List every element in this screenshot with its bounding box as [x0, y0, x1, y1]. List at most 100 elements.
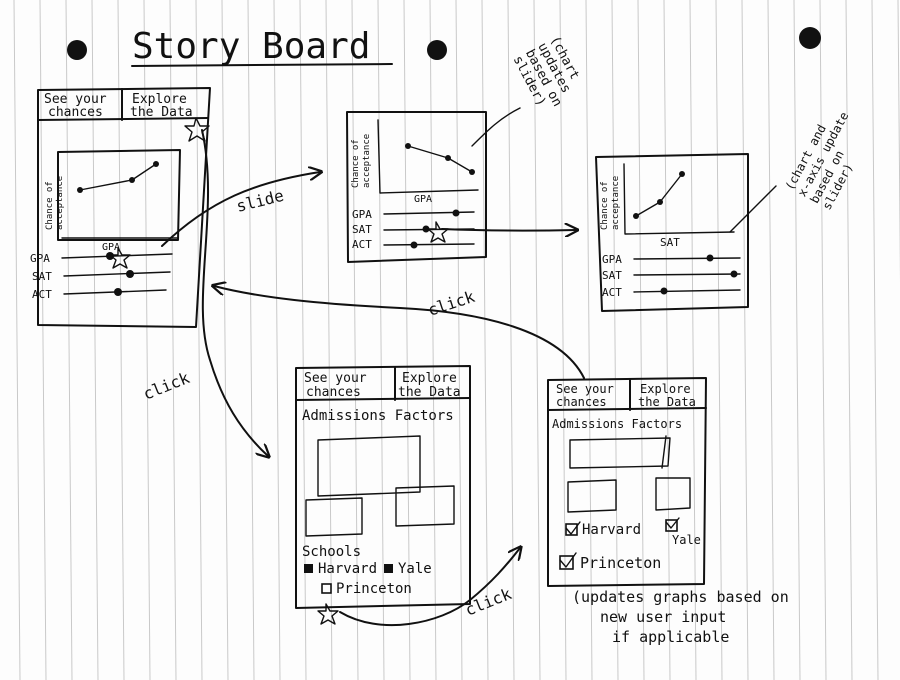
frame2-gpa-slider[interactable] [383, 211, 475, 215]
notebook-rule-line [481, 0, 489, 680]
frame1-ylabel-line1: Chance of [45, 181, 55, 230]
notebook-rule-line [195, 0, 203, 680]
frame2-slider-label: SAT [352, 223, 372, 236]
notebook-rule-line [897, 0, 900, 284]
frame1-point [153, 161, 159, 167]
tab-see-your-chances-line2: chances [556, 395, 607, 409]
tab-explore-the-data[interactable]: Explore [640, 382, 691, 396]
frame2-point [469, 169, 475, 175]
frame5-harvard-checkbox[interactable] [565, 523, 578, 536]
frame3-gpa-slider[interactable] [633, 257, 741, 260]
frame1-sat-handle[interactable] [126, 270, 134, 278]
frame4-princeton-checkbox[interactable] [321, 583, 332, 594]
bottom-note-line: new user input [600, 608, 726, 626]
frame5-graph-marker [661, 435, 667, 469]
tab-explore-the-data[interactable]: Explore [132, 92, 187, 107]
frame3-gpa-handle[interactable] [706, 254, 714, 262]
frame2-act-slider[interactable] [383, 243, 475, 246]
notebook-rule-line [221, 0, 229, 680]
frame5-school-label: Princeton [580, 554, 661, 572]
frame4-graph-small-left [305, 497, 363, 537]
frame2-ylabel-line2: acceptance [362, 134, 372, 188]
frame4-graph-large [317, 435, 421, 497]
drag-cursor-icon [109, 247, 131, 269]
notebook-rule-line [247, 0, 255, 680]
frame2-act-handle[interactable] [410, 241, 418, 249]
cursor-icon [184, 117, 210, 142]
tab-see-your-chances[interactable]: See your [44, 92, 107, 107]
click-arrow-left-label: click [140, 368, 192, 404]
frame1-slider-label: GPA [30, 252, 50, 265]
slider-update-arrow [441, 229, 576, 231]
bottom-note-line: (updates graphs based on [572, 588, 789, 606]
frame3-note-pointer [729, 185, 777, 233]
notebook-rule-line [715, 0, 723, 680]
tab-see-your-chances[interactable]: See your [556, 382, 614, 396]
bottom-note-line: if applicable [612, 628, 729, 646]
tab-explore-the-data[interactable]: Explore [402, 371, 457, 386]
notebook-rule-line [299, 0, 307, 680]
frame1-gpa-slider[interactable] [61, 253, 173, 259]
frame4-yale-checkbox[interactable] [384, 564, 393, 573]
notebook-rule-line [767, 0, 775, 680]
title-text: Story Board [132, 26, 370, 67]
notebook-rule-line [533, 0, 541, 680]
frame1-point [77, 187, 83, 193]
notebook-rule-line [663, 0, 671, 680]
notebook-rule-line [455, 0, 463, 680]
frame1-act-handle[interactable] [114, 288, 122, 296]
frame1-ylabel-line2: acceptance [55, 176, 65, 230]
frame3-note: (chart and x-axis update based on slider… [783, 110, 856, 213]
binder-holes [67, 27, 821, 60]
notebook-rule-line [403, 0, 411, 680]
frame3-point [657, 199, 663, 205]
frame2-gpa-handle[interactable] [452, 209, 460, 217]
frame1-sat-slider[interactable] [63, 271, 171, 277]
frame4-schools-label: Schools [302, 544, 361, 560]
drag-cursor-icon [427, 221, 449, 243]
click-arrow-top [214, 286, 585, 379]
frame2-xlabel: GPA [414, 194, 432, 205]
check-icon [559, 552, 577, 568]
frame4-graph-small-right [395, 485, 455, 527]
frame3-sat-handle[interactable] [730, 270, 738, 278]
frame-3-sat-chart: Chance of acceptance SAT GPA SAT ACT [595, 153, 749, 312]
frame5-section-title: Admissions Factors [552, 417, 682, 431]
frame4-school-label: Yale [398, 561, 432, 577]
notebook-rule-line [819, 0, 827, 680]
frame2-slider-label: GPA [352, 208, 372, 221]
frame1-point [129, 177, 135, 183]
frame-4-explore-the-data: See your chances Explore the Data Admiss… [295, 365, 471, 625]
notebook-rule-line [689, 0, 697, 680]
frame5-graph-large [569, 437, 671, 469]
notebook-rule-line [273, 0, 281, 680]
frame2-point [445, 155, 451, 161]
check-icon [565, 521, 581, 535]
frame4-school-label: Princeton [336, 581, 412, 597]
frame4-harvard-checkbox[interactable] [304, 564, 313, 573]
frame3-xlabel: SAT [660, 236, 680, 249]
check-icon [665, 517, 680, 529]
frame5-princeton-checkbox[interactable] [559, 555, 574, 570]
frame3-act-handle[interactable] [660, 287, 668, 295]
slide-arrow [161, 172, 320, 247]
frame5-yale-checkbox[interactable] [665, 519, 678, 532]
frame1-gpa-handle[interactable] [106, 252, 114, 260]
notebook-rule-line [611, 0, 619, 680]
notebook-rule-line [39, 0, 47, 680]
storyboard-title: Story Board [131, 26, 393, 67]
tab-see-your-chances-line2: chances [306, 385, 361, 400]
frame1-slider-label: ACT [32, 288, 52, 301]
frame3-point [633, 213, 639, 219]
frame5-graph-small-right [655, 477, 691, 511]
frame3-point [679, 171, 685, 177]
notebook-rule-line [637, 0, 645, 680]
cursor-icon [317, 603, 339, 625]
frame2-sat-handle[interactable] [422, 225, 430, 233]
frame3-sat-slider[interactable] [633, 273, 741, 276]
frame2-note: (chart updates based on slider) [510, 34, 582, 109]
tab-see-your-chances[interactable]: See your [304, 371, 367, 386]
notebook-rule-line [65, 0, 73, 680]
frame3-act-slider[interactable] [633, 289, 741, 293]
